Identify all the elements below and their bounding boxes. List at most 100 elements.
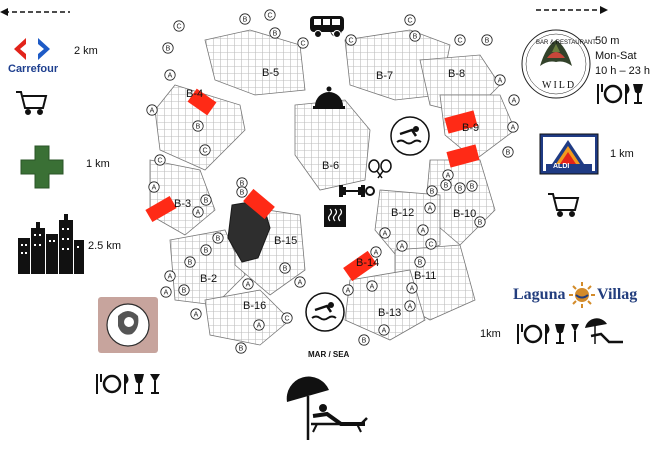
entrance-marker-b: B (269, 27, 281, 39)
entrance-marker-a: A (406, 282, 418, 294)
svg-text:B: B (188, 260, 193, 267)
entrance-marker-a: A (366, 280, 378, 292)
wild-name: WILD (542, 80, 577, 91)
entrance-marker-a: A (370, 246, 382, 258)
svg-text:B: B (470, 184, 475, 191)
entrance-marker-b: B (474, 216, 486, 228)
svg-text:B: B (362, 338, 367, 345)
entrance-marker-b: B (414, 256, 426, 268)
laguna-amenity-icons (517, 318, 623, 344)
svg-text:C: C (457, 38, 462, 45)
building-label-b3: B-3 (174, 198, 192, 210)
svg-text:B: B (283, 266, 288, 273)
wild-hours: 10 h – 23 h (595, 65, 650, 77)
svg-text:B: B (204, 248, 209, 255)
carrefour-logo (14, 38, 50, 60)
entrance-marker-c: C (199, 144, 211, 156)
entrance-marker-b: B (481, 34, 493, 46)
entrance-marker-c: C (454, 34, 466, 46)
entrance-marker-c: C (425, 238, 437, 250)
building-label-b16: B-16 (243, 300, 267, 312)
entrance-marker-a: A (424, 202, 436, 214)
entrance-marker-a: A (160, 286, 172, 298)
red-markers (145, 88, 480, 282)
shopping-cart-icon-right (548, 193, 580, 217)
svg-text:B: B (182, 288, 187, 295)
entrance-marker-c: C (297, 37, 309, 49)
sea-label: MAR / SEA (308, 350, 350, 359)
van-icon (310, 16, 344, 38)
entrance-marker-a: A (192, 206, 204, 218)
entrance-marker-b: B (409, 30, 421, 42)
aldi-distance: 1 km (610, 148, 634, 160)
pool-icon-bottom (305, 292, 345, 332)
svg-text:A: A (408, 304, 413, 311)
entrance-marker-a: A (396, 240, 408, 252)
building-label-b6: B-6 (322, 160, 340, 172)
building-label-b15: B-15 (274, 235, 298, 247)
svg-text:B: B (243, 17, 248, 24)
entrance-marker-a: A (190, 308, 202, 320)
top-arrows (0, 6, 608, 16)
svg-text:A: A (246, 282, 251, 289)
svg-text:A: A (164, 290, 169, 297)
svg-text:A: A (400, 244, 405, 251)
entrance-marker-a: A (508, 94, 520, 106)
entrance-marker-b: B (192, 120, 204, 132)
svg-text:C: C (157, 158, 162, 165)
svg-text:A: A (298, 280, 303, 287)
svg-text:B: B (418, 260, 423, 267)
entrance-marker-b: B (358, 334, 370, 346)
aldi-name: ALDI (553, 163, 570, 170)
building-label-b8: B-8 (448, 68, 466, 80)
entrance-marker-a: A (148, 181, 160, 193)
entrance-marker-b: B (235, 342, 247, 354)
entrance-marker-c: C (154, 154, 166, 166)
entrance-marker-b: B (212, 232, 224, 244)
svg-text:A: A (150, 108, 155, 115)
entrance-marker-a: A (146, 104, 158, 116)
svg-text:A: A (383, 231, 388, 238)
svg-text:A: A (511, 125, 516, 132)
svg-text:B: B (240, 181, 245, 188)
svg-text:A: A (512, 98, 517, 105)
svg-text:A: A (194, 312, 199, 319)
entrance-marker-a: A (342, 284, 354, 296)
entrance-marker-a: A (164, 270, 176, 282)
svg-text:A: A (428, 206, 433, 213)
svg-text:B: B (204, 198, 209, 205)
svg-text:A: A (382, 328, 387, 335)
entrance-marker-b: B (200, 244, 212, 256)
wild-logo (521, 29, 591, 99)
entrance-marker-b: B (279, 262, 291, 274)
svg-text:A: A (498, 78, 503, 85)
svg-text:C: C (407, 18, 412, 25)
building-label-b10: B-10 (453, 208, 477, 220)
pharmacy-distance: 1 km (86, 158, 110, 170)
carrefour-name: Carrefour (8, 63, 59, 75)
wild-tagline: BAR & RESTAURANT (536, 40, 596, 46)
entrance-marker-b: B (454, 182, 466, 194)
entrance-marker-c: C (345, 34, 357, 46)
city-buildings-icon (18, 214, 84, 274)
entrance-marker-b: B (236, 186, 248, 198)
svg-text:B: B (485, 38, 490, 45)
restaurant-cloche-icon (313, 86, 345, 109)
entrance-marker-a: A (417, 224, 429, 236)
wild-amenity-icons (597, 84, 643, 104)
aldi-logo (539, 133, 599, 175)
laguna-name-left: Laguna (513, 286, 566, 303)
entrance-marker-b: B (162, 42, 174, 54)
pharmacy-cross-icon (20, 145, 64, 189)
svg-text:B: B (240, 190, 245, 197)
svg-text:C: C (202, 148, 207, 155)
entrance-marker-b: B (502, 146, 514, 158)
tennis-icon (368, 159, 392, 179)
entrance-marker-a: A (507, 121, 519, 133)
svg-text:A: A (168, 73, 173, 80)
svg-text:B: B (478, 220, 483, 227)
svg-text:B: B (444, 183, 449, 190)
laguna-name-right: Villag (597, 286, 638, 303)
carrefour-distance: 2 km (74, 45, 98, 57)
entrance-marker-b: B (426, 185, 438, 197)
